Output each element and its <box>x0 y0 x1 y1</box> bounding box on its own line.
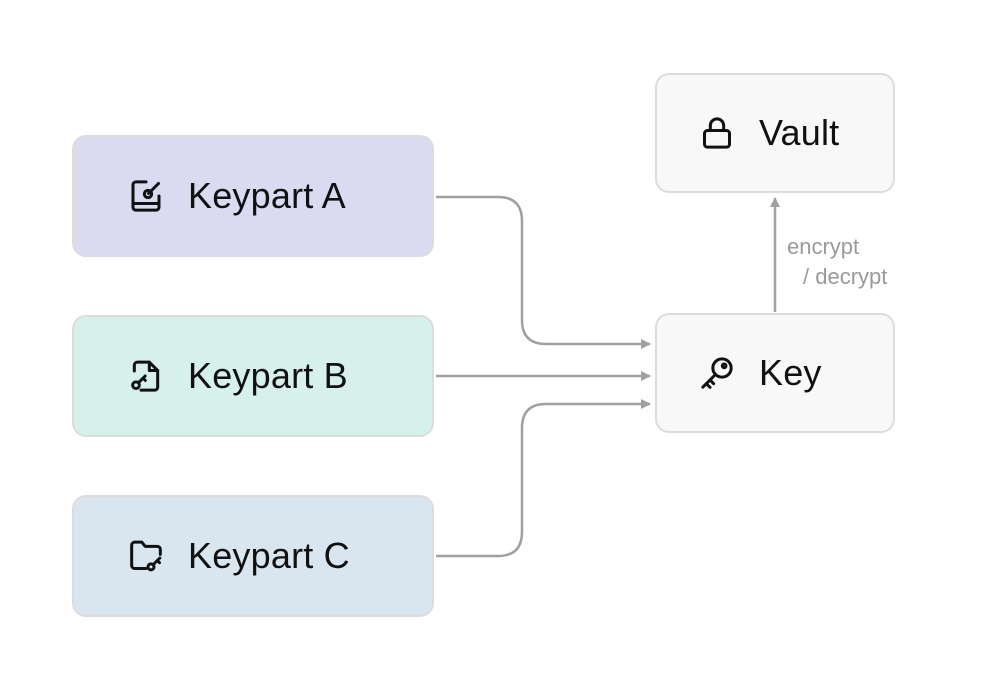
node-key: Key <box>655 313 895 433</box>
file-key-icon <box>126 356 166 396</box>
node-vault: Vault <box>655 73 895 193</box>
node-label: Key <box>759 352 822 393</box>
edge-label-line-2: / decrypt <box>803 264 888 289</box>
node-keypart-b: Keypart B <box>72 315 434 437</box>
node-keypart-a: Keypart A <box>72 135 434 257</box>
node-keypart-c: Keypart C <box>72 495 434 617</box>
node-label: Vault <box>759 112 840 153</box>
edge-keypart-a-to-key <box>436 195 651 349</box>
node-label: Keypart A <box>188 175 346 216</box>
node-label: Keypart B <box>188 355 348 396</box>
edge-label-line-1: encrypt <box>787 234 860 259</box>
edge-keypart-c-to-key <box>436 399 651 558</box>
edge-label-encrypt-decrypt: encrypt / decrypt <box>787 232 887 292</box>
key-icon <box>697 353 737 393</box>
folder-key-icon <box>126 536 166 576</box>
lock-icon <box>697 113 737 153</box>
node-label: Keypart C <box>188 535 350 576</box>
document-edit-icon <box>126 176 166 216</box>
